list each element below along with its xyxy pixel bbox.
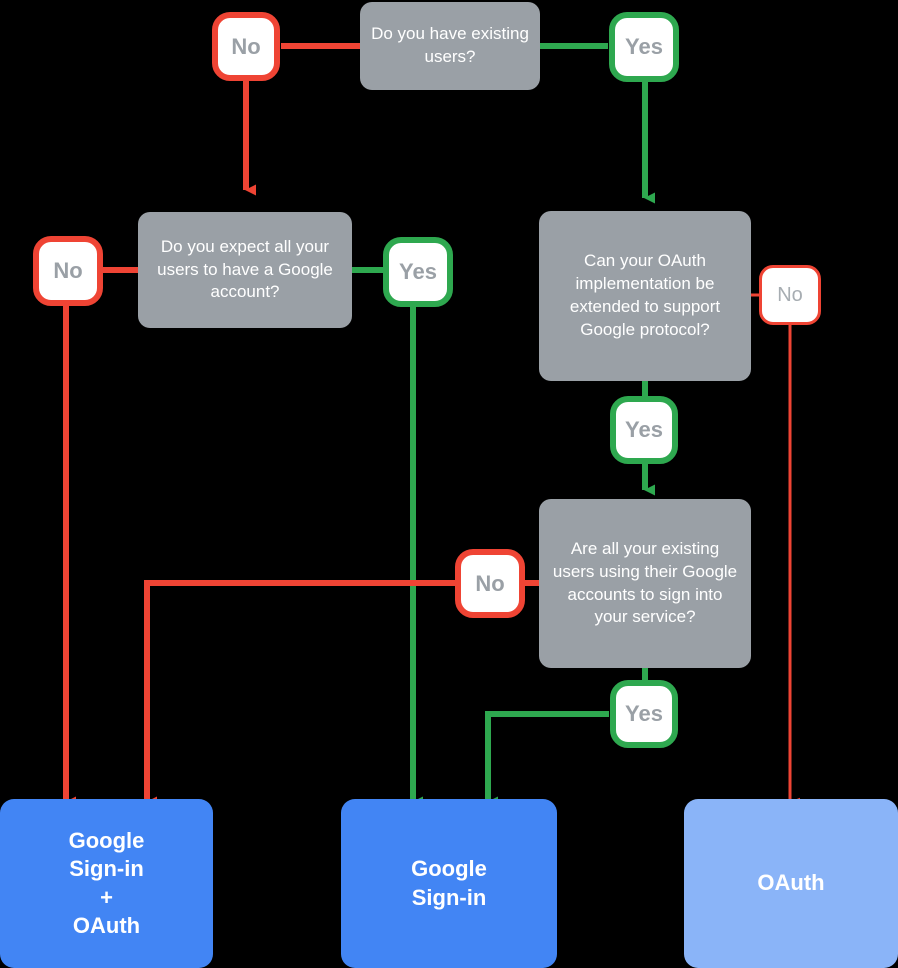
result-line: Sign-in (69, 856, 144, 882)
branch-label-yes-existing-users[interactable]: Yes (609, 12, 679, 82)
branch-label-no-existing-users[interactable]: No (212, 12, 280, 81)
question-box-oauth-extendable[interactable]: Can your OAuth implementation be extende… (539, 211, 751, 381)
question-box-google-account[interactable]: Do you expect all your users to have a G… (138, 212, 352, 328)
question-box-existing-users[interactable]: Do you have existing users? (360, 2, 540, 90)
result-line: OAuth (757, 870, 825, 896)
result-line: Sign-in (411, 884, 487, 910)
branch-label-yes-oauth-extendable[interactable]: Yes (610, 396, 678, 464)
result-line: + (100, 884, 113, 910)
question-box-existing-google-accounts[interactable]: Are all your existing users using their … (539, 499, 751, 668)
result-google-signin-plus-oauth[interactable]: Google Sign-in + OAuth (0, 799, 213, 968)
branch-label-yes-google-account[interactable]: Yes (383, 237, 453, 307)
branch-label-no-existing-google-accounts[interactable]: No (455, 549, 525, 618)
edge-no4-to-result1 (144, 580, 455, 808)
edge-yes4-to-result2 (485, 711, 609, 808)
result-google-signin[interactable]: Google Sign-in (341, 799, 557, 968)
branch-label-no-google-account[interactable]: No (33, 236, 103, 306)
result-line: Google (411, 856, 487, 882)
result-line: Google (68, 828, 145, 854)
result-line: OAuth (72, 912, 141, 938)
result-oauth[interactable]: OAuth (684, 799, 898, 968)
branch-label-yes-existing-google-accounts[interactable]: Yes (610, 680, 678, 748)
branch-label-no-oauth-extendable[interactable]: No (759, 265, 821, 325)
